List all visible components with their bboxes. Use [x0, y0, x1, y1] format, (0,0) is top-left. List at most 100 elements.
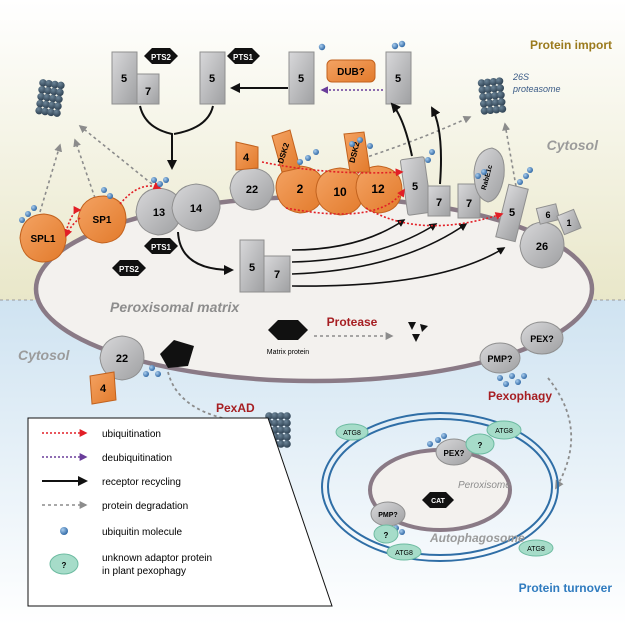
svg-text:SP1: SP1 [93, 215, 112, 226]
svg-text:5: 5 [395, 73, 401, 85]
atg8-top-left: ATG8 [335, 423, 369, 441]
atg8-upper: ATG8 [486, 420, 522, 440]
legend-adaptor-icon [49, 553, 79, 575]
svg-text:PEX?: PEX? [530, 334, 554, 344]
svg-text:5: 5 [509, 207, 515, 219]
label-26s: 26S [512, 72, 529, 82]
svg-text:7: 7 [466, 198, 472, 210]
label-proteasome: proteasome [512, 84, 561, 94]
pex5-free-top: 5 [288, 51, 315, 105]
protein-pex26: 26 [519, 221, 565, 269]
autophagosome-inner [327, 418, 553, 556]
pex5-ubiquitinated-top: 5 [385, 51, 412, 105]
arrow-ubiq-spl1-sp1 [65, 206, 82, 233]
arrow-import-pts1 [173, 105, 214, 135]
legend: ubiquitination deubiquitination receptor… [27, 417, 333, 607]
svg-text:4: 4 [100, 383, 107, 395]
svg-text:22: 22 [116, 353, 128, 365]
title-peroxisomal-matrix: Peroxisomal matrix [110, 299, 240, 315]
svg-text:1: 1 [566, 218, 571, 228]
svg-text:SPL1: SPL1 [30, 234, 55, 245]
unknown-adaptor-lower: ? [373, 524, 399, 544]
legend-adaptor-2: in plant pexophagy [102, 566, 186, 577]
arrow-ubiq-ring-pex5 [285, 188, 405, 215]
pts1-cargo-matrix: PTS1 [144, 238, 178, 254]
arrow-ubiq-pex4-pex5 [261, 161, 404, 177]
svg-text:ATG8: ATG8 [495, 428, 513, 435]
svg-text:CAT: CAT [431, 498, 446, 505]
svg-text:PEX?: PEX? [444, 449, 465, 458]
protein-spl1: SPL1 [19, 213, 67, 263]
arrow-pexad [167, 371, 268, 429]
protein-pex14: 14 [171, 183, 221, 232]
arrow-recycle-up-2 [431, 106, 442, 185]
svg-text:?: ? [478, 441, 483, 450]
svg-text:7: 7 [145, 86, 151, 98]
legend-ubiquitin-icon [60, 527, 68, 535]
svg-text:ATG8: ATG8 [395, 550, 413, 557]
protein-pex22-top: 22 [229, 167, 275, 211]
arrow-import-pts2 [139, 105, 177, 170]
label-pexophagy: Pexophagy [488, 389, 552, 403]
svg-text:PTS2: PTS2 [151, 53, 172, 62]
title-protein-import: Protein import [530, 38, 612, 52]
svg-text:5: 5 [249, 262, 255, 274]
degraded-fragments [408, 322, 428, 342]
svg-text:DUB?: DUB? [337, 67, 365, 78]
protein-sp1: SP1 [77, 195, 127, 244]
pex5-right-ubiquitinated: 5 [495, 183, 529, 243]
arrow-export-1 [291, 219, 406, 251]
pex5-pex7-exporting: 5 7 [399, 156, 451, 217]
svg-text:5: 5 [121, 73, 127, 85]
legend-deubiquitination: deubiquitination [102, 453, 172, 464]
pex5-pex7-matrix: 5 7 [239, 239, 291, 293]
arrow-ubiq-sp1-spl1 [64, 217, 81, 238]
arrow-ubiq-ring-pex5-right [365, 207, 504, 227]
title-protein-turnover: Protein turnover [519, 581, 613, 595]
arrow-pexophagy [547, 377, 573, 490]
svg-text:7: 7 [274, 269, 280, 281]
pts2-cargo-matrix: PTS2 [112, 260, 146, 276]
proteasome-top-left [35, 79, 65, 117]
svg-text:PTS1: PTS1 [233, 53, 254, 62]
svg-text:6: 6 [545, 210, 550, 220]
pex5-pex7-pts2-complex-top: 5 7 PTS2 [111, 48, 178, 105]
cat-protein: CAT [422, 492, 454, 508]
autophagosome-outer [321, 412, 559, 562]
title-cytosol-bottom: Cytosol [18, 347, 70, 363]
protein-pex-membrane: PEX? [520, 321, 564, 355]
arrow-import-to-matrix [177, 231, 234, 275]
pmp-in-autophagosome: PMP? [370, 501, 406, 527]
legend-protein-degradation: protein degradation [102, 501, 188, 512]
legend-adaptor-1: unknown adaptor protein [102, 553, 212, 564]
svg-text:5: 5 [412, 181, 418, 193]
protein-pex1: 1 [556, 208, 582, 236]
label-peroxisome: Peroxisome [458, 480, 511, 491]
arrow-export-2 [291, 223, 438, 263]
svg-text:5: 5 [209, 73, 215, 85]
atg8-lower: ATG8 [386, 543, 422, 561]
svg-text:7: 7 [436, 197, 442, 209]
proteasome-top-right [477, 77, 507, 115]
arrow-ubiq-sp1-pex13 [119, 181, 162, 205]
arrow-degrade-sp1 [73, 138, 96, 199]
membrane-target-protein [160, 340, 194, 368]
title-cytosol-top: Cytosol [547, 137, 599, 153]
svg-text:2: 2 [297, 182, 304, 196]
protein-pex4-bottom: 4 [89, 371, 117, 405]
svg-text:Matrix protein: Matrix protein [267, 349, 310, 356]
svg-text:PMP?: PMP? [378, 512, 397, 519]
unknown-adaptor-upper: ? [465, 433, 495, 455]
matrix-protein: Matrix protein [267, 320, 310, 356]
legend-ubiquitination: ubiquitination [102, 429, 161, 440]
label-autophagosome: Autophagosome [429, 531, 525, 545]
protein-pex4-top: 4 [235, 141, 259, 171]
svg-text:ATG8: ATG8 [343, 430, 361, 437]
svg-text:12: 12 [371, 182, 385, 196]
label-protease: Protease [327, 315, 378, 329]
dub-enzyme: DUB? [326, 59, 376, 83]
legend-ubiquitin: ubiquitin molecule [102, 527, 182, 538]
svg-text:PTS2: PTS2 [119, 265, 140, 274]
